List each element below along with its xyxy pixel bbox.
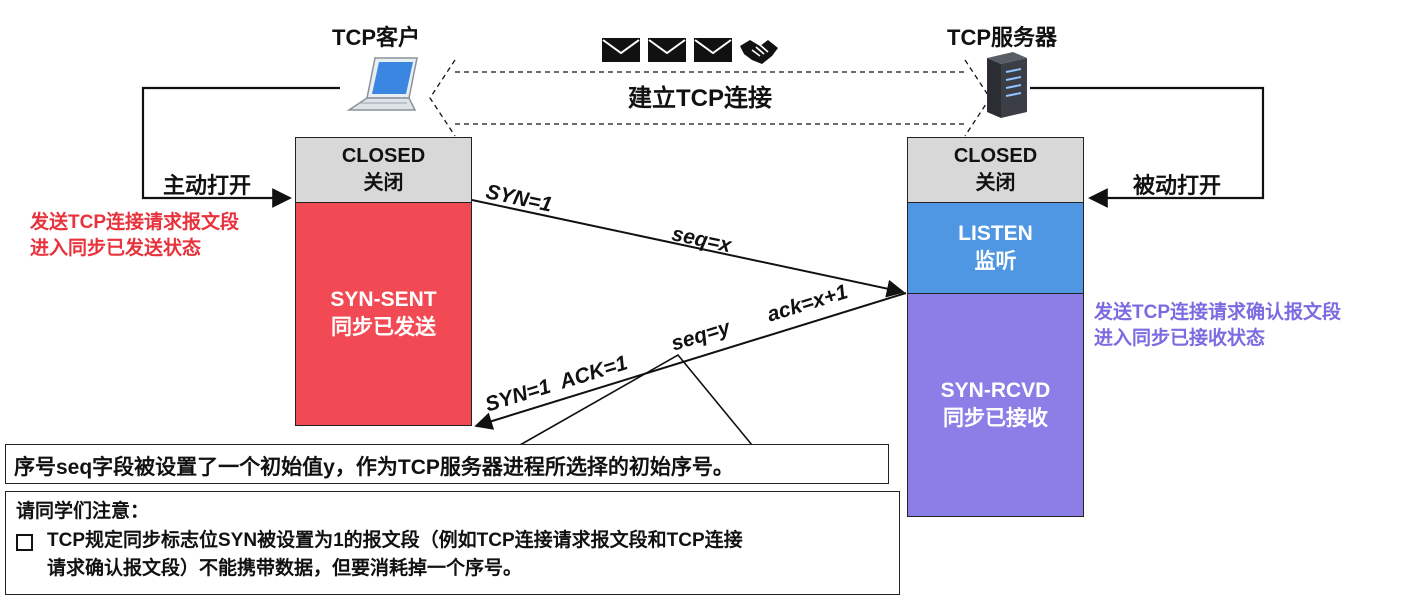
client-syn-sent-zh: 同步已发送 <box>331 316 436 339</box>
connection-label: 建立TCP连接 <box>628 85 772 112</box>
attention-box: 请同学们注意： TCP规定同步标志位SYN被设置为1的报文段（例如TCP连接请求… <box>5 491 900 595</box>
server-note-line2: 进入同步已接收状态 <box>1094 327 1266 349</box>
seq-callout-text: 序号seq字段被设置了一个初始值y，作为TCP服务器进程所选择的初始序号。 <box>14 456 734 479</box>
client-syn-sent-en: SYN-SENT <box>330 287 437 311</box>
server-listen-en: LISTEN <box>958 221 1033 245</box>
server-syn-rcvd-zh: 同步已接收 <box>943 407 1048 430</box>
attention-bullet-line2: 请求确认报文段）不能携带数据，但要消耗掉一个序号。 <box>47 558 523 579</box>
handshake-icon <box>740 40 778 64</box>
syn-segment-arrow <box>471 199 905 298</box>
server-tower-icon <box>987 52 1027 118</box>
connection-dashed-arrow <box>429 59 991 137</box>
server-title: TCP服务器 <box>947 25 1058 50</box>
attention-title: 请同学们注意： <box>16 501 150 522</box>
laptop-icon <box>346 57 418 111</box>
server-note: 发送TCP连接请求确认报文段 进入同步已接收状态 <box>1094 300 1341 351</box>
client-closed-zh: 关闭 <box>363 172 404 194</box>
server-syn-rcvd-en: SYN-RCVD <box>940 378 1051 402</box>
server-state-listen: LISTEN 监听 <box>907 202 1084 294</box>
server-listen-zh: 监听 <box>974 250 1017 273</box>
envelope-icon <box>648 38 686 62</box>
attention-bullet: TCP规定同步标志位SYN被设置为1的报文段（例如TCP连接请求报文段和TCP连… <box>16 527 889 584</box>
client-closed-en: CLOSED <box>341 145 426 167</box>
server-note-line1: 发送TCP连接请求确认报文段 <box>1094 302 1342 323</box>
client-state-syn-sent: SYN-SENT 同步已发送 <box>295 202 472 426</box>
server-action-label: 被动打开 <box>1133 173 1222 198</box>
server-closed-en: CLOSED <box>953 145 1038 167</box>
server-closed-zh: 关闭 <box>975 172 1016 194</box>
server-open-arrow <box>1030 86 1265 208</box>
client-note: 发送TCP连接请求报文段 进入同步已发送状态 <box>30 210 239 261</box>
client-note-line2: 进入同步已发送状态 <box>30 237 202 259</box>
attention-bullet-line1: TCP规定同步标志位SYN被设置为1的报文段（例如TCP连接请求报文段和TCP连… <box>47 529 743 551</box>
callout-pointer <box>519 353 753 446</box>
client-action-label: 主动打开 <box>163 173 252 198</box>
envelope-icon <box>694 38 732 62</box>
client-open-arrow <box>141 86 340 208</box>
envelope-icon <box>602 38 640 62</box>
checkbox-bullet-icon <box>16 533 33 551</box>
syn-ack-segment-arrow <box>474 292 907 430</box>
seq-callout-box: 序号seq字段被设置了一个初始值y，作为TCP服务器进程所选择的初始序号。 <box>5 444 889 484</box>
server-state-closed: CLOSED 关闭 <box>907 137 1084 203</box>
client-state-closed: CLOSED 关闭 <box>295 137 472 203</box>
server-state-syn-rcvd: SYN-RCVD 同步已接收 <box>907 293 1084 517</box>
client-note-line1: 发送TCP连接请求报文段 <box>30 212 240 233</box>
client-title: TCP客户 <box>332 25 421 50</box>
